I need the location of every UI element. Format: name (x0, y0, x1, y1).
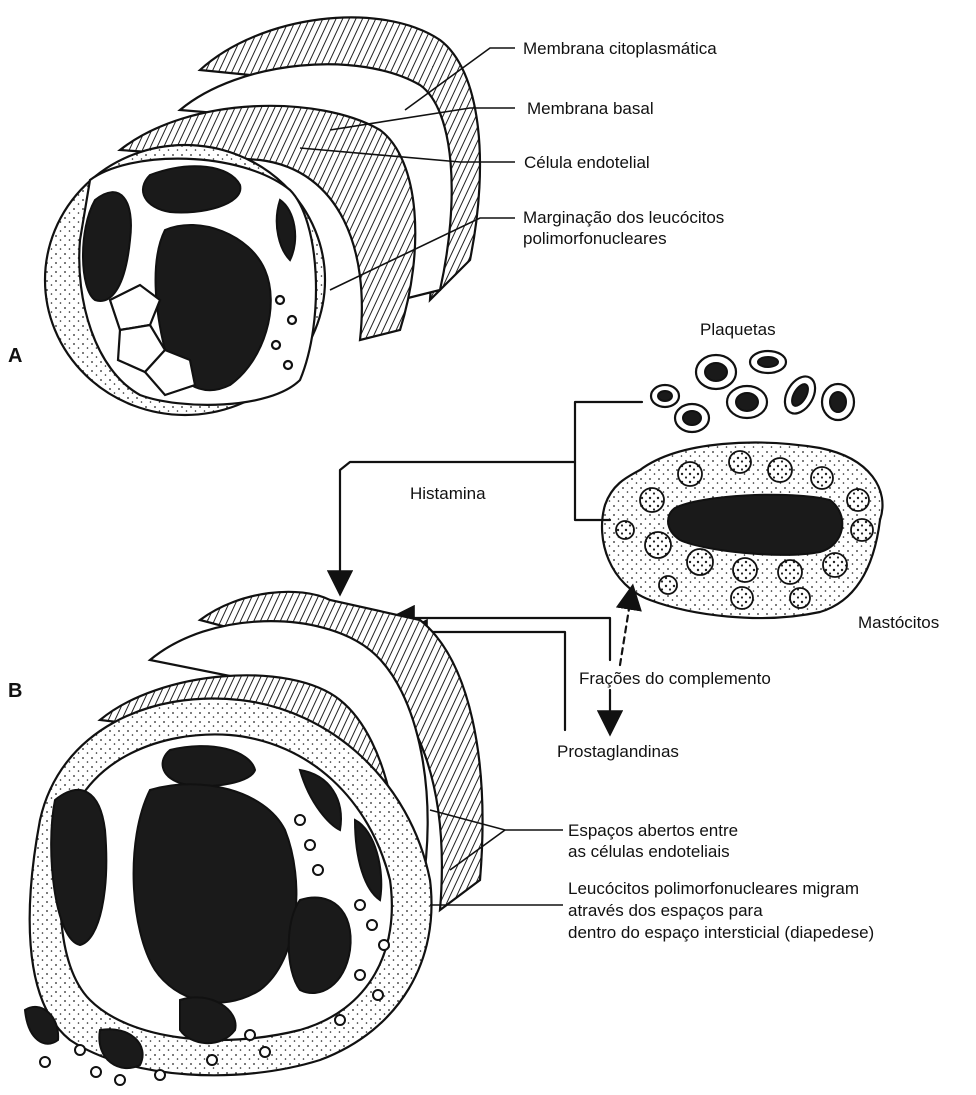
platelets (651, 351, 854, 432)
label-fracoes-complemento: Frações do complemento (579, 669, 771, 688)
label-membrana-basal: Membrana basal (527, 99, 654, 118)
label-leucocitos-line1: Leucócitos polimorfonucleares migram (568, 879, 859, 898)
panel-letter-a: A (8, 345, 22, 367)
label-marginacao-line2: polimorfonucleares (523, 229, 667, 248)
label-membrana-citoplasmatica: Membrana citoplasmática (523, 39, 717, 58)
panel-letter-b: B (8, 680, 22, 702)
label-mastocitos: Mastócitos (858, 613, 939, 632)
label-espacos-line1: Espaços abertos entre (568, 821, 738, 840)
mast-cell (602, 443, 883, 618)
label-plaquetas: Plaquetas (700, 320, 776, 339)
panel-b-vessel (25, 592, 483, 1085)
label-espacos-line2: as células endoteliais (568, 842, 730, 861)
label-leucocitos-line2: através dos espaços para (568, 901, 763, 920)
label-marginacao-line1: Marginação dos leucócitos (523, 208, 724, 227)
label-prostaglandinas: Prostaglandinas (557, 742, 679, 761)
label-leucocitos-line3: dentro do espaço intersticial (diapedese… (568, 923, 874, 942)
label-celula-endotelial: Célula endotelial (524, 153, 650, 172)
panel-a-vessel (45, 17, 480, 415)
label-histamina: Histamina (410, 484, 486, 503)
